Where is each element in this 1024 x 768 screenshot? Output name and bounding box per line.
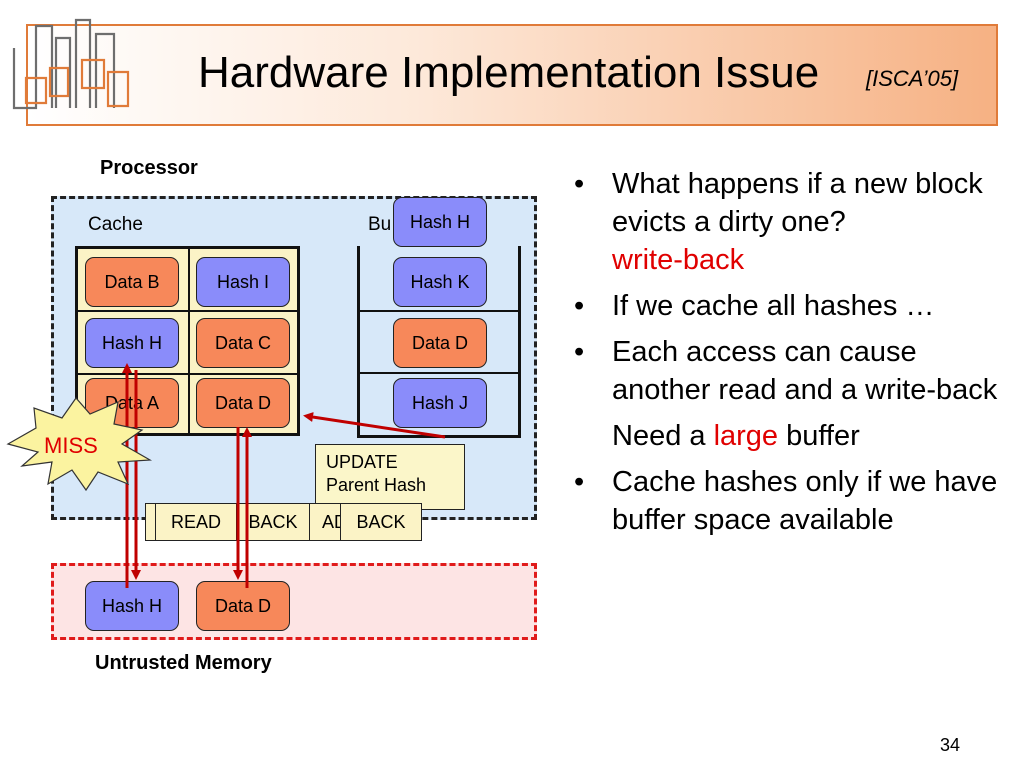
cache-block-hash-i: Hash I xyxy=(196,257,290,307)
page-number: 34 xyxy=(940,735,961,755)
cache-divider xyxy=(78,373,297,375)
miss-label: MISS xyxy=(44,433,98,458)
memory-block-data-d: Data D xyxy=(196,581,290,631)
title-bar xyxy=(26,24,998,126)
cache-block-hash-h: Hash H xyxy=(85,318,179,368)
cache-divider xyxy=(78,310,297,312)
cache-label: Cache xyxy=(88,214,143,235)
bullet-text: Each access can cause another read and a… xyxy=(612,336,998,406)
cache-block-data-d: Data D xyxy=(196,378,290,428)
miss-burst xyxy=(6,397,153,492)
memory-label: Untrusted Memory xyxy=(95,652,272,674)
processor-label: Processor xyxy=(100,157,198,179)
sub-text-pre: Need a xyxy=(612,420,714,452)
floating-hash-h: Hash H xyxy=(393,197,487,247)
buffer-block-hash-j: Hash J xyxy=(393,378,487,428)
sub-bullet: Need a large buffer xyxy=(568,417,1008,455)
buffer-divider xyxy=(360,372,518,374)
bullet-list: • What happens if a new block evicts a d… xyxy=(568,165,1008,547)
op-box-back-2: BACK xyxy=(340,503,422,541)
bullet-item: • What happens if a new block evicts a d… xyxy=(568,165,1008,279)
city-logo xyxy=(12,18,130,110)
buffer-divider xyxy=(360,310,518,312)
bullet-item: • If we cache all hashes … xyxy=(568,287,1008,325)
update-line-1: UPDATE xyxy=(326,452,398,472)
bullet-text: What happens if a new block evicts a dir… xyxy=(612,168,983,238)
arrow-update xyxy=(303,412,446,439)
bullet-dot: • xyxy=(574,466,585,498)
buffer-block-data-d: Data D xyxy=(393,318,487,368)
buffer-label: Bu xyxy=(368,214,392,235)
buffer-wall xyxy=(357,246,360,438)
buffer-block-hash-k: Hash K xyxy=(393,257,487,307)
update-line-2: Parent Hash xyxy=(326,475,427,495)
bullet-dot: • xyxy=(574,168,585,200)
buffer-wall xyxy=(518,246,521,438)
large-text: large xyxy=(713,420,779,452)
bullet-text: Cache hashes only if we have buffer spac… xyxy=(612,466,998,536)
bullet-dot: • xyxy=(574,336,585,368)
bullet-text: If we cache all hashes … xyxy=(612,290,935,322)
op-box-read: READ xyxy=(155,503,237,541)
sub-text-post: buffer xyxy=(778,420,860,452)
update-parent-hash-box: UPDATE Parent Hash xyxy=(315,444,465,510)
cache-block-data-c: Data C xyxy=(196,318,290,368)
cache-divider xyxy=(188,249,190,433)
write-back-text: write-back xyxy=(612,244,745,276)
memory-block-hash-h: Hash H xyxy=(85,581,179,631)
slide-title: Hardware Implementation Issue xyxy=(198,48,820,97)
bullet-item: • Each access can cause another read and… xyxy=(568,333,1008,409)
cache-block-data-b: Data B xyxy=(85,257,179,307)
title-citation: [ISCA’05] xyxy=(866,66,959,91)
bullet-dot: • xyxy=(574,290,585,322)
bullet-item: • Cache hashes only if we have buffer sp… xyxy=(568,463,1008,539)
